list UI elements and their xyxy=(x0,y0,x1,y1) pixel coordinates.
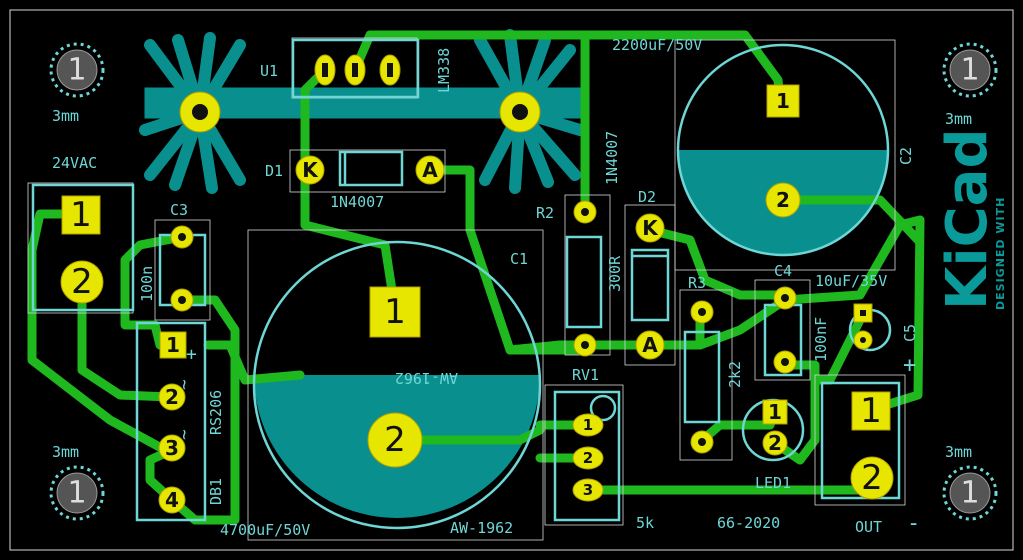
rv1-value: 5k xyxy=(636,514,654,532)
svg-text:1: 1 xyxy=(70,195,92,235)
jout-pad-1: 1 xyxy=(851,391,891,431)
mounting-hole-tl: 1 xyxy=(49,42,105,98)
mounting-hole-br: 1 xyxy=(942,465,998,521)
logo-text: KiCad xyxy=(935,128,1000,310)
c5-ref: C5 xyxy=(901,324,919,342)
d2-pad-k: K xyxy=(635,213,665,243)
d1-pad-a: A xyxy=(415,155,445,185)
c3-value: 100n xyxy=(138,266,156,302)
d1-pad-k: K xyxy=(295,155,325,185)
jin-label: 24VAC xyxy=(52,154,97,172)
jout-label: OUT xyxy=(855,518,882,536)
d2-ref: D2 xyxy=(638,188,656,206)
rv1-pad-3: 3 xyxy=(572,478,604,502)
db1-tilde-1: ~ xyxy=(174,379,195,390)
rv1-pad-2: 2 xyxy=(572,446,604,470)
db1-pad-4: 4 xyxy=(158,486,186,514)
kicad-logo: KiCad DESIGNED WITH xyxy=(935,128,1007,310)
hole-label-br: 3mm xyxy=(945,443,972,461)
svg-text:1: 1 xyxy=(67,476,86,511)
credit-left: AW-1962 xyxy=(450,519,513,537)
mounting-holes: 1 1 1 1 xyxy=(49,42,998,521)
svg-text:K: K xyxy=(642,216,659,240)
svg-text:1: 1 xyxy=(768,400,782,424)
jout-pad-2: 2 xyxy=(850,456,894,500)
silkscreen-text: 3mm 3mm 3mm 3mm U1 LM338 D1 1N4007 2200u… xyxy=(52,36,972,539)
svg-text:3: 3 xyxy=(583,481,593,499)
db1-plus: + xyxy=(186,344,197,365)
svg-text:1: 1 xyxy=(384,292,406,332)
c4-ref: C4 xyxy=(774,262,792,280)
db1-tilde-2: ~ xyxy=(174,429,195,440)
svg-text:2: 2 xyxy=(165,385,179,409)
d2-value: 1N4007 xyxy=(603,131,621,185)
svg-text:1: 1 xyxy=(776,89,790,113)
db1-ref: DB1 xyxy=(207,478,225,505)
c5-value: 10uF/35V xyxy=(815,272,887,290)
c3-ref: C3 xyxy=(170,201,188,219)
d2-pad-a: A xyxy=(635,330,665,360)
c4-value: 100nF xyxy=(812,317,830,362)
svg-text:2: 2 xyxy=(768,431,782,455)
led1-pad-2: 2 xyxy=(762,430,788,456)
hole-label-tl: 3mm xyxy=(52,107,79,125)
rv1-pad-1: 1 xyxy=(572,413,604,437)
mounting-hole-tr: 1 xyxy=(942,42,998,98)
c2-pad-2: 2 xyxy=(765,182,801,218)
svg-text:1: 1 xyxy=(960,476,979,511)
svg-text:1: 1 xyxy=(67,53,86,88)
db1-pad-1: 1 xyxy=(159,331,187,359)
svg-text:2: 2 xyxy=(583,449,593,467)
jout-minus: - xyxy=(907,511,920,536)
r3-ref: R3 xyxy=(688,274,706,292)
c2-pad-1: 1 xyxy=(766,84,800,118)
r3-value: 2k2 xyxy=(726,361,744,388)
c1-pad-2: 2 xyxy=(367,412,423,468)
svg-text:1: 1 xyxy=(583,416,593,434)
svg-text:A: A xyxy=(642,333,658,357)
u1-ref: U1 xyxy=(260,62,278,80)
svg-text:A: A xyxy=(422,158,438,182)
c2-ref: C2 xyxy=(897,147,915,165)
credit-right: 66-2020 xyxy=(717,514,780,532)
jin-pad-1: 1 xyxy=(61,195,101,235)
svg-text:1: 1 xyxy=(860,391,882,431)
svg-text:4: 4 xyxy=(165,488,179,512)
svg-text:2: 2 xyxy=(384,420,406,460)
svg-text:2: 2 xyxy=(71,262,93,302)
svg-text:2: 2 xyxy=(861,458,883,498)
c1-value: 4700uF/50V xyxy=(220,521,310,539)
c5-plus: + xyxy=(903,353,916,378)
svg-text:2: 2 xyxy=(776,188,790,212)
d1-value: 1N4007 xyxy=(330,193,384,211)
u1-value: LM338 xyxy=(435,48,453,93)
r2-ref: R2 xyxy=(536,204,554,222)
c1-mirrored: AW-1962 xyxy=(395,369,458,387)
jin-pad-2: 2 xyxy=(60,260,104,304)
hole-label-bl: 3mm xyxy=(52,443,79,461)
hole-label-tr: 3mm xyxy=(945,110,972,128)
svg-text:K: K xyxy=(302,158,319,182)
c1-ref: C1 xyxy=(510,250,528,268)
svg-text:3: 3 xyxy=(165,436,179,460)
svg-text:1: 1 xyxy=(166,333,180,357)
board-edge xyxy=(9,9,1014,551)
mounting-hole-bl: 1 xyxy=(49,465,105,521)
pads: K A 1 2 1 2 1 2 1 2 3 4 K A 1 2 xyxy=(60,54,894,514)
db1-pad-3: 3 xyxy=(158,434,186,462)
c1-pad-1: 1 xyxy=(369,286,421,338)
led1-pad-1: 1 xyxy=(762,399,788,425)
d1-ref: D1 xyxy=(265,162,283,180)
db1-value: RS206 xyxy=(207,390,225,435)
svg-text:1: 1 xyxy=(960,53,979,88)
led1-ref: LED1 xyxy=(755,474,791,492)
logo-subtext: DESIGNED WITH xyxy=(994,197,1007,310)
silkscreen-outlines xyxy=(31,38,901,530)
rv1-ref: RV1 xyxy=(572,366,599,384)
db1-pad-2: 2 xyxy=(158,383,186,411)
r2-value: 300R xyxy=(606,255,624,292)
c2-value: 2200uF/50V xyxy=(612,36,702,54)
